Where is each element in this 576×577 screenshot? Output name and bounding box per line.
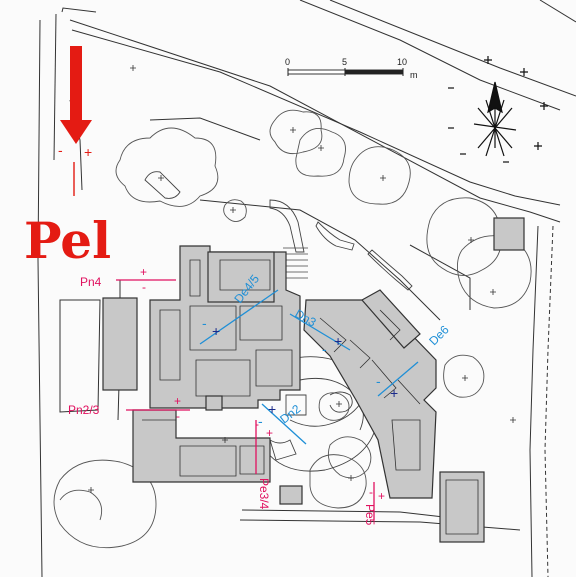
pe3-4-minus: -	[255, 417, 259, 431]
pn4-plus: +	[140, 265, 147, 279]
section-pn4: Pn4 + -	[80, 265, 176, 294]
section-pe3-4: - + Pe3/4	[255, 417, 273, 510]
pn2-3-plus: +	[174, 394, 181, 408]
scale-tick-5: 5	[342, 57, 347, 67]
scale-bar: 0 5 10 m	[285, 57, 418, 80]
building-small-block	[205, 395, 223, 411]
section-label-pe3-4: Pe3/4	[257, 478, 271, 510]
building-south-shed	[279, 485, 303, 505]
de6-minus: -	[376, 373, 381, 389]
dn3-plus: +	[334, 333, 342, 349]
section-label-pn4: Pn4	[80, 275, 102, 289]
interior-walls	[142, 259, 479, 535]
pe5-plus: +	[378, 489, 385, 503]
section-pn2-3: Pn2/3 + -	[68, 394, 190, 423]
trees	[53, 109, 532, 549]
pe3-4-plus: +	[266, 426, 273, 440]
de6-plus: +	[390, 385, 398, 401]
dn3-minus: -	[322, 341, 327, 357]
pn2-3-minus: -	[176, 409, 180, 423]
de4-5-minus: -	[202, 315, 207, 331]
building-northeast-hut	[493, 217, 525, 251]
section-label-pn2-3: Pn2/3	[68, 403, 100, 417]
dn2-minus: -	[258, 413, 263, 429]
north-arrow-icon	[448, 56, 548, 163]
pn4-minus: -	[142, 280, 146, 294]
survey-marks	[88, 65, 516, 493]
pel-label: Pel	[24, 211, 111, 270]
down-arrow-icon	[60, 46, 92, 144]
dn2-plus: +	[268, 401, 276, 417]
section-label-pe5: Pe5	[363, 504, 377, 526]
building-northwest-shed	[102, 297, 138, 391]
de4-5-plus: +	[212, 323, 220, 339]
section-pe5: - + Pe5	[363, 482, 385, 526]
building-east-annex	[361, 289, 421, 349]
ramp-hatching	[283, 247, 308, 279]
scale-tick-0: 0	[285, 57, 290, 67]
pel-section-marker: - +	[58, 142, 92, 196]
pe5-minus: -	[369, 485, 373, 499]
pel-minus-sign: -	[58, 142, 63, 158]
scale-tick-10: 10	[397, 57, 407, 67]
scale-unit: m	[410, 70, 418, 80]
pel-plus-sign: +	[84, 144, 92, 160]
building-southeast-store	[439, 471, 485, 543]
